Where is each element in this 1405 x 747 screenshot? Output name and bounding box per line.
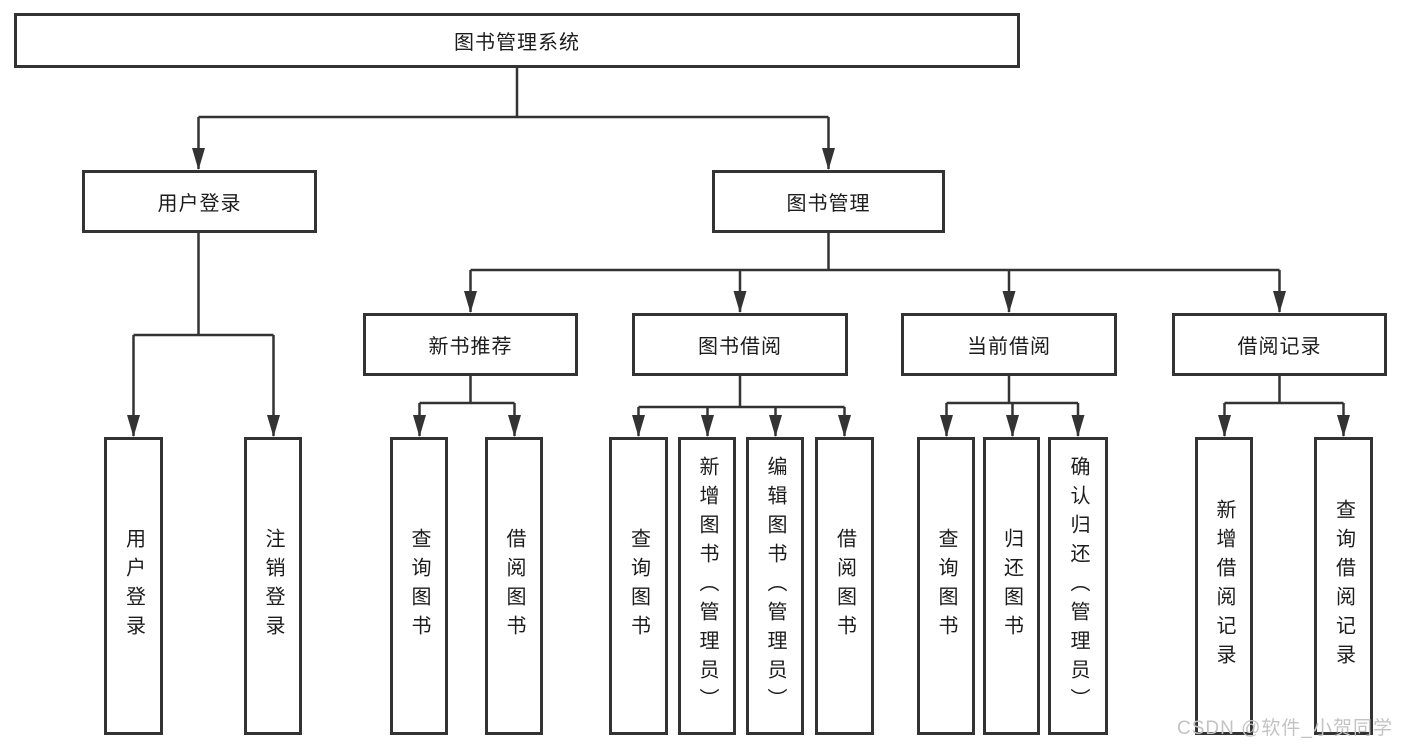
leaf-newbook-borrow-book: 借阅图书 xyxy=(485,437,543,735)
tree-edges xyxy=(132,68,1345,436)
leaf-current-confirm-return-label: 确认归还（管理员） xyxy=(1067,455,1089,717)
node-book-borrow-label: 图书借阅 xyxy=(698,336,782,358)
node-user-login-label: 用户登录 xyxy=(157,193,242,215)
leaf-borrow-add-book-label: 新增图书（管理员） xyxy=(696,455,718,717)
leaf-user-login: 用户登录 xyxy=(104,437,163,735)
leaf-logout-label: 注销登录 xyxy=(262,528,284,644)
leaf-borrow-borrow-book: 借阅图书 xyxy=(815,437,874,735)
node-book-management-label: 图书管理 xyxy=(786,193,871,215)
leaf-newbook-borrow-book-label: 借阅图书 xyxy=(503,528,525,644)
node-book-management: 图书管理 xyxy=(712,170,945,233)
node-library-system: 图书管理系统 xyxy=(14,13,1020,68)
leaf-record-add-record: 新增借阅记录 xyxy=(1195,437,1253,735)
leaf-borrow-add-book: 新增图书（管理员） xyxy=(678,437,736,735)
leaf-newbook-query-book-label: 查询图书 xyxy=(408,528,430,644)
leaf-borrow-edit-book-label: 编辑图书（管理员） xyxy=(764,455,786,717)
leaf-record-query-record-label: 查询借阅记录 xyxy=(1332,499,1355,673)
leaf-borrow-query-book: 查询图书 xyxy=(609,437,668,735)
leaf-borrow-query-book-label: 查询图书 xyxy=(627,528,650,644)
leaf-current-query-book: 查询图书 xyxy=(917,437,975,735)
arrowhead-icons xyxy=(127,148,1350,437)
leaf-logout: 注销登录 xyxy=(244,437,302,735)
leaf-borrow-borrow-book-label: 借阅图书 xyxy=(833,528,856,644)
leaf-record-query-record: 查询借阅记录 xyxy=(1314,437,1373,735)
node-current-borrow: 当前借阅 xyxy=(901,313,1117,376)
node-new-book-recommend: 新书推荐 xyxy=(363,313,578,376)
node-borrow-record-label: 借阅记录 xyxy=(1237,336,1322,358)
leaf-current-confirm-return: 确认归还（管理员） xyxy=(1048,437,1108,735)
node-book-borrow: 图书借阅 xyxy=(632,313,848,376)
node-user-login: 用户登录 xyxy=(82,170,317,233)
node-borrow-record: 借阅记录 xyxy=(1172,313,1387,376)
leaf-current-return-book-label: 归还图书 xyxy=(1000,528,1023,644)
node-current-borrow-label: 当前借阅 xyxy=(967,336,1051,358)
node-library-system-label: 图书管理系统 xyxy=(454,32,580,54)
leaf-current-return-book: 归还图书 xyxy=(983,437,1040,735)
leaf-newbook-query-book: 查询图书 xyxy=(390,437,448,735)
leaf-record-add-record-label: 新增借阅记录 xyxy=(1213,499,1235,673)
node-new-book-recommend-label: 新书推荐 xyxy=(428,336,513,358)
leaf-borrow-edit-book: 编辑图书（管理员） xyxy=(746,437,804,735)
leaf-user-login-label: 用户登录 xyxy=(122,528,145,644)
leaf-current-query-book-label: 查询图书 xyxy=(935,528,957,644)
